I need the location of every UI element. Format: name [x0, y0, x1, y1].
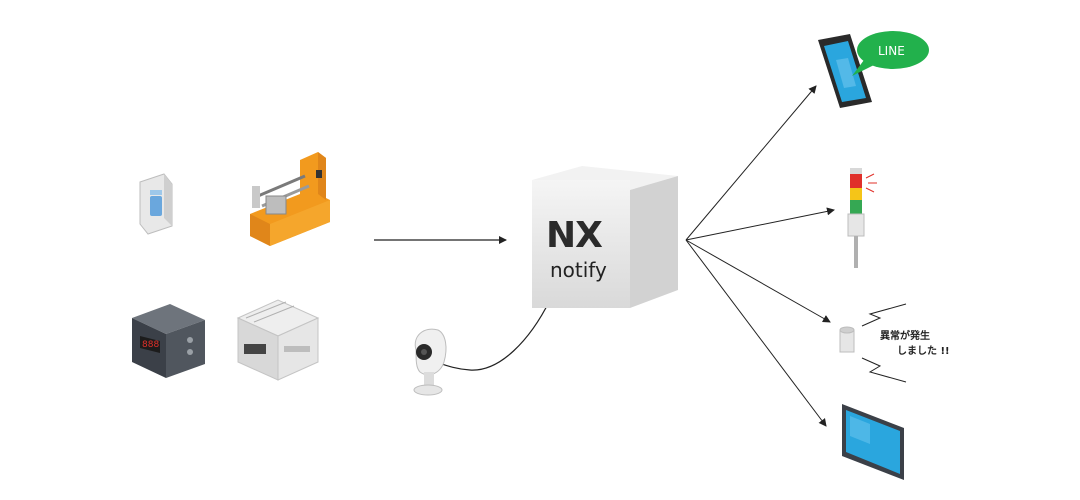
hub-label: notify: [550, 258, 607, 282]
nx-logo: NX: [546, 215, 603, 256]
display-monitor-icon: [842, 404, 904, 480]
output-arrows: [685, 85, 835, 427]
motion-sensor-icon: [139, 173, 173, 235]
alert-lightning-lines: [861, 303, 907, 383]
plc-module-icon: [236, 299, 320, 381]
speaker-icon: [839, 326, 855, 353]
tablet-icon: [818, 34, 872, 108]
arrow-to-display: [685, 239, 827, 427]
svg-text:888: 888: [142, 340, 159, 350]
signal-tower-icon: [847, 168, 877, 268]
arrow-to-speaker: [685, 239, 831, 323]
network-camera-icon: [413, 328, 447, 396]
camera-cable: [435, 299, 551, 371]
line-message-bubble: [852, 31, 929, 76]
line-bubble-text: LINE: [878, 44, 905, 58]
arrow-to-tablet: [685, 85, 817, 241]
nx-notify-box: [532, 166, 678, 308]
speaker-message-line1: 異常が発生: [880, 329, 930, 342]
speaker-message-line2: しました !!: [897, 345, 950, 357]
temperature-controller-icon: 888: [132, 304, 205, 378]
industrial-machine-icon: [250, 152, 330, 246]
arrow-to-signal-tower: [685, 207, 835, 241]
